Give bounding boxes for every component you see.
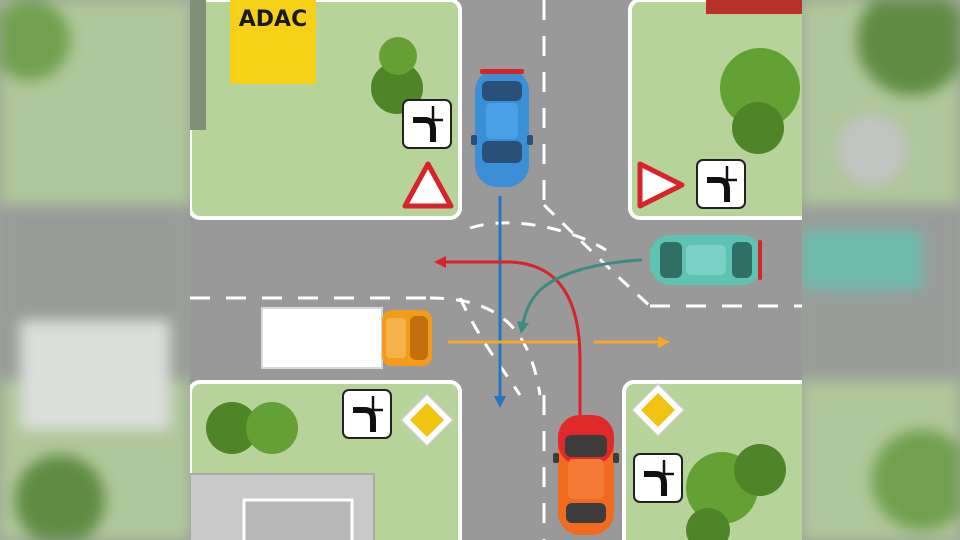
blue-car	[471, 69, 533, 187]
bent-priority-plate-northeast	[696, 159, 746, 209]
teal-car	[650, 235, 762, 285]
intersection-diagram: ADAC	[190, 0, 802, 540]
red-car	[553, 415, 619, 535]
yield-sign-northwest	[402, 161, 454, 209]
teal-path-arrow	[517, 258, 643, 334]
priority-guide-lines	[429, 203, 652, 396]
adac-logo	[230, 0, 316, 84]
blurred-background-left	[0, 0, 190, 540]
roof-northeast	[706, 0, 802, 14]
adac-label: ADAC	[239, 7, 307, 32]
bent-priority-plate-northwest	[402, 99, 452, 149]
blurred-background-right	[802, 0, 960, 540]
yield-sign-northeast	[637, 161, 685, 209]
priority-sign-southwest	[399, 392, 455, 448]
intersection-svg: ADAC	[190, 0, 802, 540]
bent-priority-plate-southwest	[342, 389, 392, 439]
priority-sign-southeast	[630, 382, 686, 438]
bent-priority-plate-southeast	[633, 453, 683, 503]
orange-truck	[261, 307, 432, 369]
building-strip	[190, 0, 206, 130]
building-southwest-roof	[242, 498, 354, 540]
lane-markings	[190, 0, 802, 540]
trees	[206, 37, 800, 540]
red-path-arrow	[434, 256, 582, 418]
